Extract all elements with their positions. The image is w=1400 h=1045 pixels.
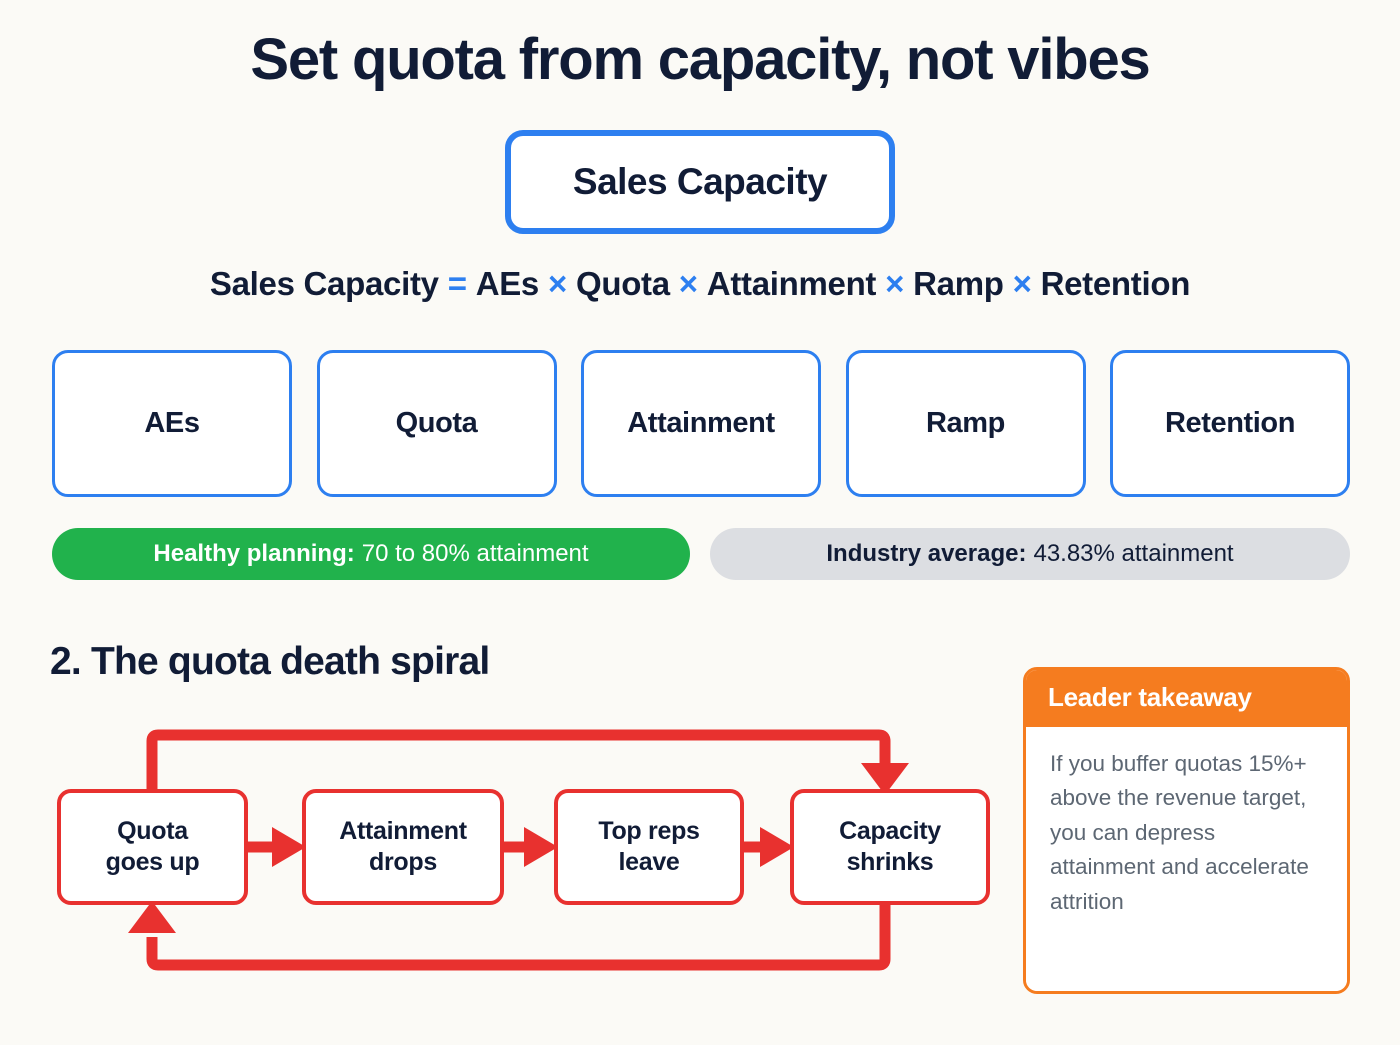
sales-capacity-hero-label: Sales Capacity: [572, 161, 828, 202]
badge-industry-average-label: Industry average:: [826, 540, 1027, 567]
formula-equals-operator: =: [447, 265, 467, 302]
spiral-step-line1-3: Capacity: [839, 816, 941, 845]
factor-label-quota: Quota: [395, 407, 478, 439]
loop-arrow-bottom-head: [128, 901, 176, 933]
formula-term-aes: AEs: [475, 265, 540, 302]
spiral-step-label-0: Quota goes up: [106, 816, 200, 879]
spiral-step-line2-1: drops: [369, 848, 437, 876]
section-heading-quota-death-spiral: 2. The quota death spiral: [50, 640, 490, 683]
connector-3-head: [760, 827, 794, 867]
formula-term-ramp: Ramp: [913, 265, 1004, 302]
factor-box-row: AEs Quota Attainment Ramp Retention: [52, 350, 1350, 497]
formula-term-retention: Retention: [1040, 265, 1191, 302]
spiral-step-line1-2: Top reps: [598, 816, 700, 845]
formula-multiply-operator-2: ×: [678, 265, 698, 302]
attainment-badge-row: Healthy planning: 70 to 80% attainment I…: [52, 528, 1350, 580]
formula-term-quota: Quota: [575, 265, 670, 302]
factor-box-aes: AEs: [52, 350, 292, 497]
factor-box-retention: Retention: [1110, 350, 1350, 497]
factor-label-retention: Retention: [1164, 407, 1296, 439]
badge-industry-average: Industry average: 43.83% attainment: [710, 528, 1350, 580]
factor-label-ramp: Ramp: [926, 407, 1005, 439]
loop-arrow-top-head: [861, 763, 909, 795]
spiral-step-quota-goes-up: Quota goes up: [57, 789, 248, 905]
spiral-step-capacity-shrinks: Capacity shrinks: [790, 789, 990, 905]
spiral-step-line2-3: shrinks: [846, 848, 934, 876]
connector-1-head: [272, 827, 306, 867]
factor-box-ramp: Ramp: [845, 350, 1086, 497]
spiral-step-line1-0: Quota: [117, 816, 188, 845]
formula-multiply-operator-1: ×: [547, 265, 567, 302]
spiral-step-label-1: Attainment drops: [339, 816, 467, 879]
formula-term-attainment: Attainment: [706, 265, 877, 302]
page-title: Set quota from capacity, not vibes: [250, 27, 1150, 92]
factor-label-attainment: Attainment: [627, 407, 775, 439]
spiral-step-label-2: Top reps leave: [598, 816, 700, 879]
formula-multiply-operator-3: ×: [885, 265, 905, 302]
leader-takeaway-card: Leader takeaway If you buffer quotas 15%…: [1023, 667, 1350, 994]
spiral-step-top-reps-leave: Top reps leave: [554, 789, 744, 905]
factor-box-attainment: Attainment: [581, 350, 821, 497]
capacity-formula: Sales Capacity=AEs×Quota×Attainment×Ramp…: [0, 265, 1400, 303]
factor-label-aes: AEs: [144, 407, 200, 439]
spiral-step-line2-2: leave: [618, 848, 680, 876]
badge-healthy-planning-value: 70 to 80% attainment: [361, 540, 589, 567]
connector-2-head: [524, 827, 558, 867]
formula-multiply-operator-4: ×: [1012, 265, 1032, 302]
spiral-connector-arrows: [128, 729, 909, 971]
badge-industry-average-value: 43.83% attainment: [1033, 540, 1234, 567]
loop-arrow-bottom-path: [146, 905, 891, 971]
sales-capacity-hero-box: Sales Capacity: [505, 130, 895, 234]
quota-death-spiral-diagram: Quota goes up Attainment drops Top reps lea…: [40, 715, 1020, 990]
badge-healthy-planning: Healthy planning: 70 to 80% attainment: [52, 528, 690, 580]
formula-lhs: Sales Capacity: [209, 265, 439, 302]
leader-takeaway-header: Leader takeaway: [1026, 670, 1347, 727]
spiral-step-label-3: Capacity shrinks: [839, 816, 941, 879]
spiral-step-line2-0: goes up: [105, 848, 200, 876]
spiral-step-line1-1: Attainment: [339, 816, 467, 845]
factor-box-quota: Quota: [316, 350, 557, 497]
leader-takeaway-body: If you buffer quotas 15%+ above the reve…: [1026, 727, 1347, 991]
badge-healthy-planning-label: Healthy planning:: [153, 540, 355, 567]
loop-arrow-top-path: [146, 729, 891, 789]
spiral-step-attainment-drops: Attainment drops: [302, 789, 504, 905]
